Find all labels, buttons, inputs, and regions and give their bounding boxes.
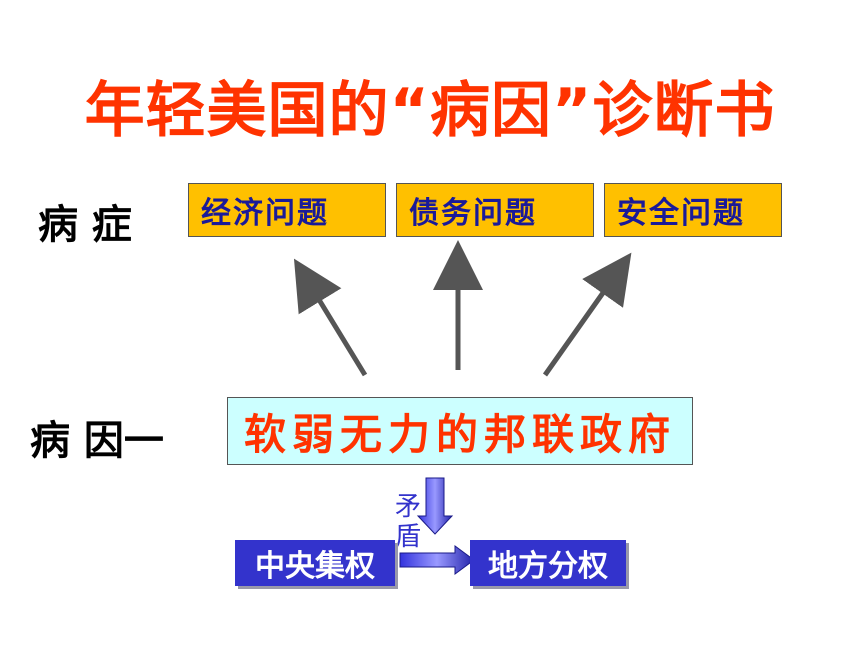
local-power-box: 地方分权 [470,540,626,586]
symptoms-label: 病 症 [38,202,132,248]
conflict-label-top: 矛 [394,492,421,522]
right-arrow [399,545,475,575]
symptom-security-box: 安全问题 [604,183,782,237]
page-title: 年轻美国的“病因”诊断书 [84,76,776,146]
cause-label: 病 因一 [30,418,164,464]
cause-box: 软弱无力的邦联政府 [227,397,693,465]
arrow-to-economic [293,258,368,377]
arrow-to-security [542,252,632,377]
symptom-debt-box: 债务问题 [396,183,594,237]
down-arrow [416,477,454,535]
conflict-label-bottom: 盾 [394,522,421,552]
central-power-box: 中央集权 [235,540,395,586]
conflict-label: 矛 盾 [392,492,424,552]
symptom-economic-box: 经济问题 [188,183,386,237]
